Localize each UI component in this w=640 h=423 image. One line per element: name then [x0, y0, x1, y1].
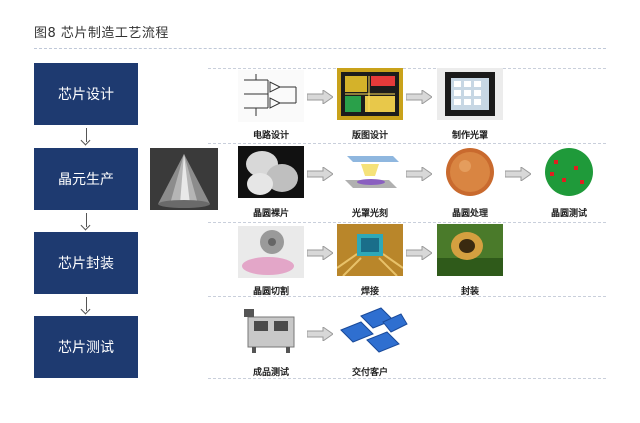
lithography-image [337, 146, 403, 198]
packaged-chip-image [437, 224, 503, 276]
down-arrow-icon [86, 128, 87, 142]
step-label: 晶圆处理 [451, 209, 488, 219]
stage-chip-testing: 芯片测试 [34, 316, 138, 378]
row-divider [208, 378, 606, 379]
stage-wafer-production: 晶元生产 [34, 148, 138, 210]
step-label: 晶圆切割 [252, 287, 289, 297]
right-arrow-icon [504, 166, 532, 182]
figure-title: 图8 芯片制造工艺流程 [34, 26, 169, 41]
circuit-schematic-image [238, 70, 304, 122]
photomask-image [437, 68, 503, 120]
step-label: 制作光罩 [451, 131, 488, 141]
wafer-ingot-image [150, 148, 218, 210]
wafer-test-image [536, 146, 602, 198]
step-label: 焊接 [360, 287, 379, 297]
right-arrow-icon [405, 245, 433, 261]
title-divider [34, 48, 606, 49]
stage-chip-design: 芯片设计 [34, 63, 138, 125]
stage-chip-packaging: 芯片封装 [34, 232, 138, 294]
wafer-processing-image [437, 146, 503, 198]
step-label: 晶圆裸片 [252, 209, 289, 219]
right-arrow-icon [306, 245, 334, 261]
bare-wafer-image [238, 146, 304, 198]
row-divider [208, 68, 606, 69]
down-arrow-icon [86, 297, 87, 311]
wafer-dicing-image [238, 226, 304, 278]
row-divider [208, 296, 606, 297]
step-label: 电路设计 [252, 131, 289, 141]
step-label: 版图设计 [351, 131, 388, 141]
right-arrow-icon [306, 89, 334, 105]
right-arrow-icon [306, 326, 334, 342]
delivered-chips-image [337, 300, 409, 360]
step-label: 成品测试 [252, 368, 289, 378]
wire-bonding-image [337, 224, 403, 276]
right-arrow-icon [306, 166, 334, 182]
down-arrow-icon [86, 213, 87, 227]
right-arrow-icon [405, 89, 433, 105]
right-arrow-icon [405, 166, 433, 182]
layout-design-image [337, 68, 403, 120]
step-label: 交付客户 [351, 368, 388, 378]
step-label: 光罩光刻 [351, 209, 388, 219]
step-label: 封装 [460, 287, 479, 297]
final-test-image [238, 303, 304, 355]
row-divider [208, 143, 606, 144]
step-label: 晶圆测试 [550, 209, 587, 219]
row-divider [208, 222, 606, 223]
